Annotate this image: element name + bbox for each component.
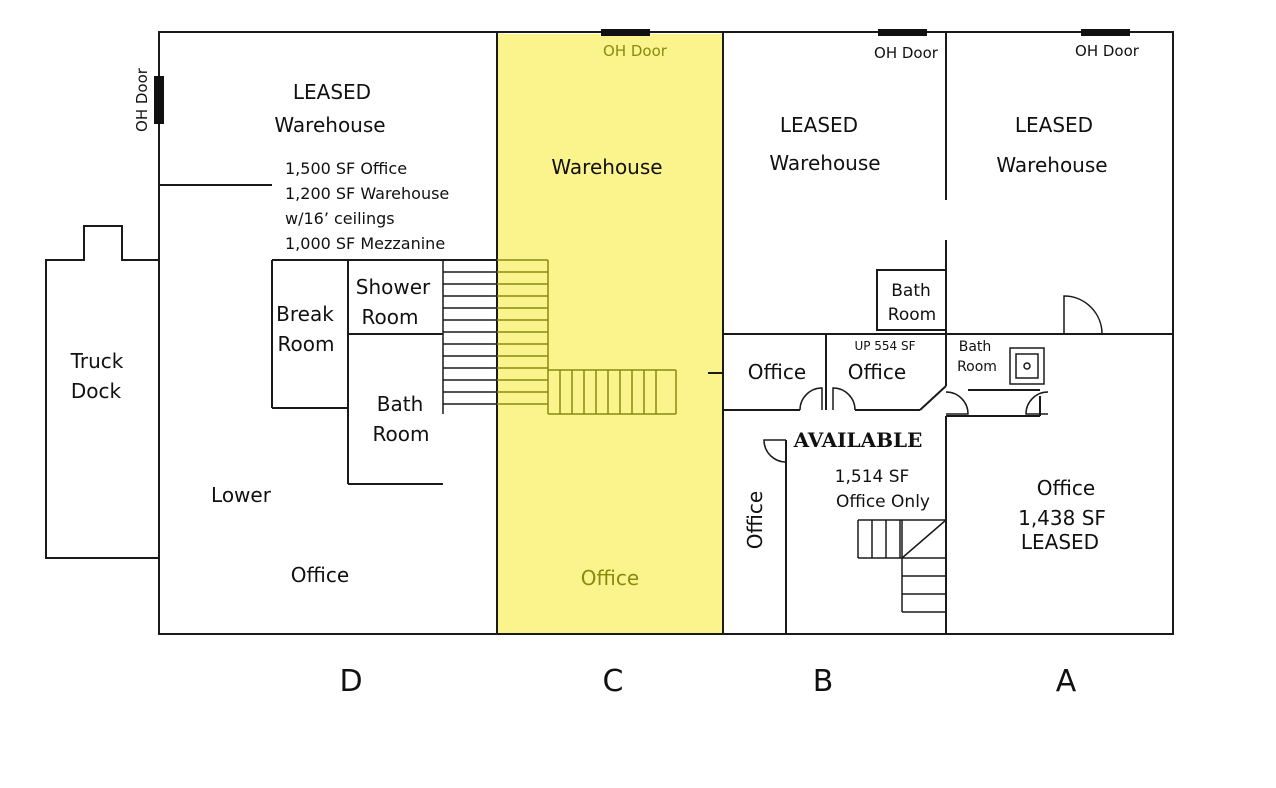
door-b-1 (799, 387, 823, 411)
door-a-2 (1025, 391, 1049, 415)
unit-b-leased: LEASED (780, 113, 858, 137)
bath-a-label-2: Room (957, 359, 997, 375)
stairs-b (857, 519, 947, 613)
b-office-vertical: Office (743, 491, 767, 549)
unit-a-warehouse: Warehouse (996, 153, 1107, 177)
a-sf-label: 1,438 SF (1018, 506, 1106, 530)
b-sf-label: 1,514 SF (835, 467, 910, 487)
bath-b-label-2: Room (888, 305, 936, 325)
oh-door-a (1081, 29, 1130, 36)
shower-room-label-1: Shower (356, 275, 431, 299)
unit-a-letter: A (1056, 664, 1077, 699)
unit-c-warehouse: Warehouse (551, 155, 662, 179)
bath-room-d-label-1: Bath (377, 392, 424, 416)
oh-door-b (878, 29, 927, 36)
oh-door-left (154, 76, 164, 124)
bath-room-d-label-2: Room (373, 422, 430, 446)
wall-b-4 (919, 385, 947, 411)
bath-b-box (876, 269, 947, 331)
a-leased-label: LEASED (1021, 530, 1099, 554)
lower-office-label-2: Office (291, 563, 349, 587)
unit-d-info-4: 1,000 SF Mezzanine (285, 234, 445, 253)
unit-d-warehouse: Warehouse (274, 113, 385, 137)
bath-b-label-1: Bath (891, 281, 931, 301)
a-office-label: Office (1037, 476, 1095, 500)
door-b-2 (832, 387, 856, 411)
stairs-d (442, 260, 497, 414)
oh-door-b-label: OH Door (874, 44, 939, 62)
oh-door-a-label: OH Door (1075, 42, 1140, 60)
unit-a-leased: LEASED (1015, 113, 1093, 137)
unit-d-leased: LEASED (293, 80, 371, 104)
bath-a-label-1: Bath (959, 339, 992, 355)
unit-b-warehouse: Warehouse (769, 151, 880, 175)
lower-office-label-1: Lower (211, 483, 272, 507)
sink-icon (1009, 347, 1045, 385)
truck-dock-outline (45, 225, 159, 559)
unit-c-letter: C (603, 664, 624, 699)
oh-door-c-label: OH Door (603, 42, 668, 60)
b-office-only-label: Office Only (836, 492, 930, 512)
unit-d-info-2: 1,200 SF Warehouse (285, 184, 449, 203)
stairs-c (497, 259, 677, 415)
sink-drain (1023, 362, 1031, 370)
oh-door-c (601, 29, 650, 36)
break-room-label-2: Room (278, 332, 335, 356)
b-office-1: Office (748, 360, 806, 384)
truck-dock-label-1: Truck (70, 349, 124, 373)
unit-c-office: Office (581, 566, 639, 590)
break-room-label-1: Break (276, 302, 334, 326)
unit-d-info-1: 1,500 SF Office (285, 159, 407, 178)
b-up-label: UP 554 SF (854, 339, 915, 353)
unit-c-highlight (497, 34, 723, 634)
unit-d-letter: D (339, 664, 362, 699)
door-a-3 (1063, 295, 1103, 335)
door-a-1 (945, 391, 969, 415)
b-office-2: Office (848, 360, 906, 384)
unit-d-info-3: w/16’ ceilings (285, 209, 395, 228)
available-label: AVAILABLE (793, 428, 923, 452)
unit-b-letter: B (813, 664, 834, 699)
shower-room-label-2: Room (362, 305, 419, 329)
oh-door-left-label: OH Door (133, 67, 151, 132)
door-b-3 (763, 439, 787, 463)
sink-basin (1015, 353, 1039, 379)
truck-dock-label-2: Dock (71, 379, 122, 403)
stair-diagonal (901, 519, 947, 559)
